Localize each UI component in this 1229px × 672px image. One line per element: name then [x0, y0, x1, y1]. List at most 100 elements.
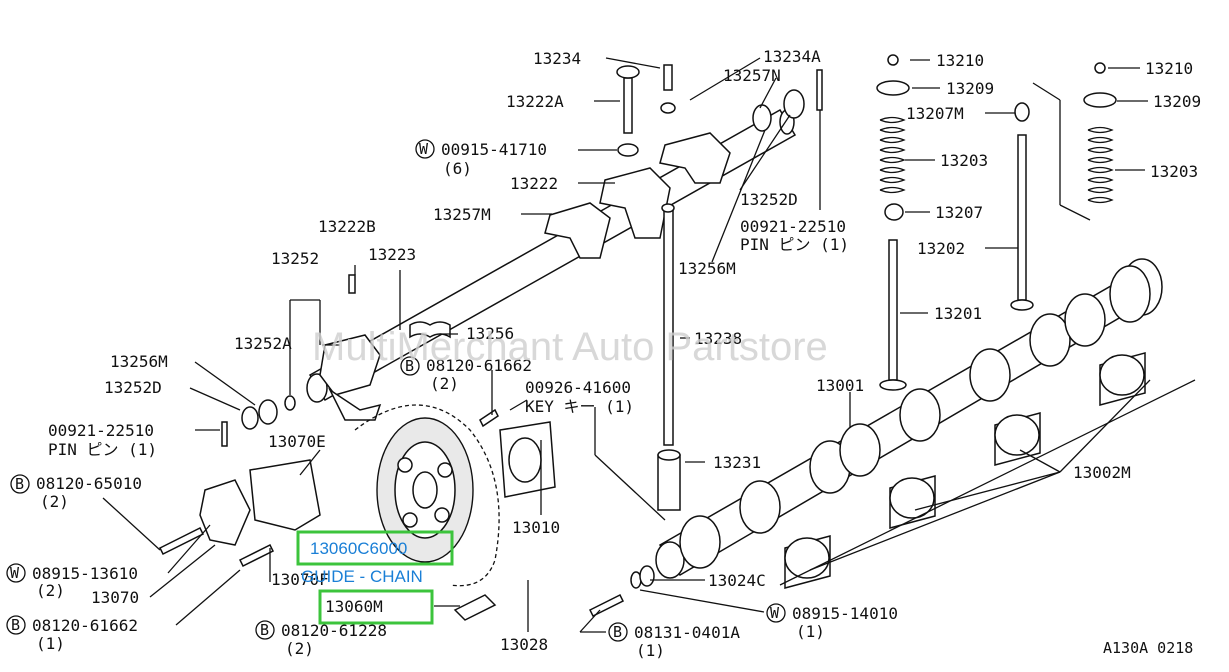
callout-00921-22510-top-pin: PIN ピン (1)	[740, 235, 849, 254]
bolt-symbol	[400, 356, 420, 376]
callout-13222A: 13222A	[506, 92, 564, 111]
callout-13222B: 13222B	[318, 217, 376, 236]
callout-08120-61228: 08120-61228	[281, 621, 387, 640]
callout-00926-41600-key: KEY キー (1)	[525, 397, 634, 416]
callout-13002M: 13002M	[1073, 463, 1131, 482]
adjuster-13234	[660, 64, 676, 114]
camshaft-13001	[655, 258, 1163, 579]
callout-00921-22510-top: 00921-22510	[740, 217, 846, 236]
callout-13203-b: 13203	[1150, 162, 1198, 181]
highlighted-part-13060C6000[interactable]: 13060C6000 GUIDE - CHAIN	[296, 530, 454, 586]
callout-00921-22510-left-pin: PIN ピン (1)	[48, 440, 157, 459]
callout-13024C: 13024C	[708, 571, 766, 590]
bolt-symbol	[6, 615, 26, 635]
highlight-box-13060M[interactable]	[318, 589, 434, 625]
pin-13234A	[816, 69, 823, 111]
bolt-symbol-letter: B	[613, 623, 622, 641]
callout-13231: 13231	[713, 453, 761, 472]
callout-13256: 13256	[466, 324, 514, 343]
lifter-13231	[657, 449, 681, 511]
callout-00926-41600: 00926-41600	[525, 378, 631, 397]
bolt-symbol	[608, 622, 628, 642]
bolt-symbol-letter: B	[11, 616, 20, 634]
callout-13209-b: 13209	[1153, 92, 1201, 111]
callout-08131-0401A: 08131-0401A	[634, 623, 740, 642]
rocker-arm-mid	[599, 167, 671, 239]
washer-00915	[617, 143, 639, 157]
callout-13207M: 13207M	[906, 104, 964, 123]
callout-00915-41710-qty: (6)	[443, 159, 472, 178]
callout-13001: 13001	[816, 376, 864, 395]
bolt-symbol	[10, 474, 30, 494]
callout-13257M: 13257M	[433, 205, 491, 224]
callout-13234A: 13234A	[763, 47, 821, 66]
bolts-misc	[158, 408, 655, 621]
bolt-13222A	[616, 65, 640, 134]
callout-labels: 13234 13234A 13257N 13222A W 00915-41710…	[6, 47, 1201, 660]
washer-symbol-letter: W	[770, 604, 780, 622]
callout-08915-14010: 08915-14010	[792, 604, 898, 623]
callout-13256M-left: 13256M	[110, 352, 168, 371]
washer-symbol-letter: W	[419, 140, 429, 158]
valve-springs	[876, 54, 1117, 221]
callout-13238: 13238	[694, 329, 742, 348]
callout-00915-41710: 00915-41710	[441, 140, 547, 159]
washer-symbol-letter: W	[10, 564, 20, 582]
callout-13210-b: 13210	[1145, 59, 1193, 78]
callout-08120-61662-bot-qty: (1)	[36, 634, 65, 653]
highlight-part-number[interactable]: 13060C6000	[310, 539, 407, 558]
thrust-plate-13024C	[499, 421, 556, 498]
callout-13252D-top: 13252D	[740, 190, 798, 209]
callout-13234: 13234	[533, 49, 581, 68]
callout-08915-14010-qty: (1)	[796, 622, 825, 641]
callout-08120-61662-top: 08120-61662	[426, 356, 532, 375]
callout-13222: 13222	[510, 174, 558, 193]
camshaft-bearings-13002M	[784, 352, 1146, 589]
bolt-symbol-letter: B	[15, 475, 24, 493]
washer-symbol	[415, 139, 435, 159]
bolt-symbol-letter: B	[260, 621, 269, 639]
callout-08120-65010-qty: (2)	[40, 492, 69, 511]
callout-13203-a: 13203	[940, 151, 988, 170]
rocker-arm-right	[659, 132, 731, 184]
callout-00921-22510-left: 00921-22510	[48, 421, 154, 440]
bolt-symbol	[255, 620, 275, 640]
callout-13209-a: 13209	[946, 79, 994, 98]
highlight-part-description[interactable]: GUIDE - CHAIN	[301, 567, 423, 586]
callout-13223: 13223	[368, 245, 416, 264]
valves	[879, 102, 1034, 391]
bolt-symbol-letter: B	[405, 357, 414, 375]
callout-13060M: 13060M	[325, 597, 383, 616]
callout-08120-61662-bot: 08120-61662	[32, 616, 138, 635]
timing-chain-13028	[354, 404, 500, 587]
highlight-box-guide-chain[interactable]	[296, 530, 454, 566]
camshaft-gear-13010	[376, 417, 474, 563]
rocker-arm-left	[544, 202, 611, 259]
pushrod-13238	[661, 203, 675, 446]
callout-08120-61662-top-qty: (2)	[430, 374, 459, 393]
callout-13201: 13201	[934, 304, 982, 323]
callout-13070E: 13070E	[268, 432, 326, 451]
callout-08915-13610: 08915-13610	[32, 564, 138, 583]
callout-13010: 13010	[512, 518, 560, 537]
callout-13028: 13028	[500, 635, 548, 654]
callout-13207: 13207	[935, 203, 983, 222]
diagram-code: A130A 0218	[1103, 639, 1193, 657]
watermark: MultiMerchant Auto Partstore	[312, 325, 828, 369]
callout-08120-61228-qty: (2)	[285, 639, 314, 658]
callout-13252A: 13252A	[234, 334, 292, 353]
callout-13070: 13070	[91, 588, 139, 607]
callout-08120-65010: 08120-65010	[36, 474, 142, 493]
callout-08131-0401A-qty: (1)	[636, 641, 665, 660]
leader-lines	[102, 57, 1196, 633]
callout-13252D-left: 13252D	[104, 378, 162, 397]
rocker-shaft-front	[319, 334, 382, 421]
small-rings-left	[221, 274, 356, 447]
chain-tensioner-13070	[199, 459, 321, 546]
callout-13256M-top: 13256M	[678, 259, 736, 278]
callout-13202: 13202	[917, 239, 965, 258]
callout-13257N: 13257N	[723, 66, 781, 85]
callout-13252: 13252	[271, 249, 319, 268]
washer-symbol	[766, 603, 786, 623]
